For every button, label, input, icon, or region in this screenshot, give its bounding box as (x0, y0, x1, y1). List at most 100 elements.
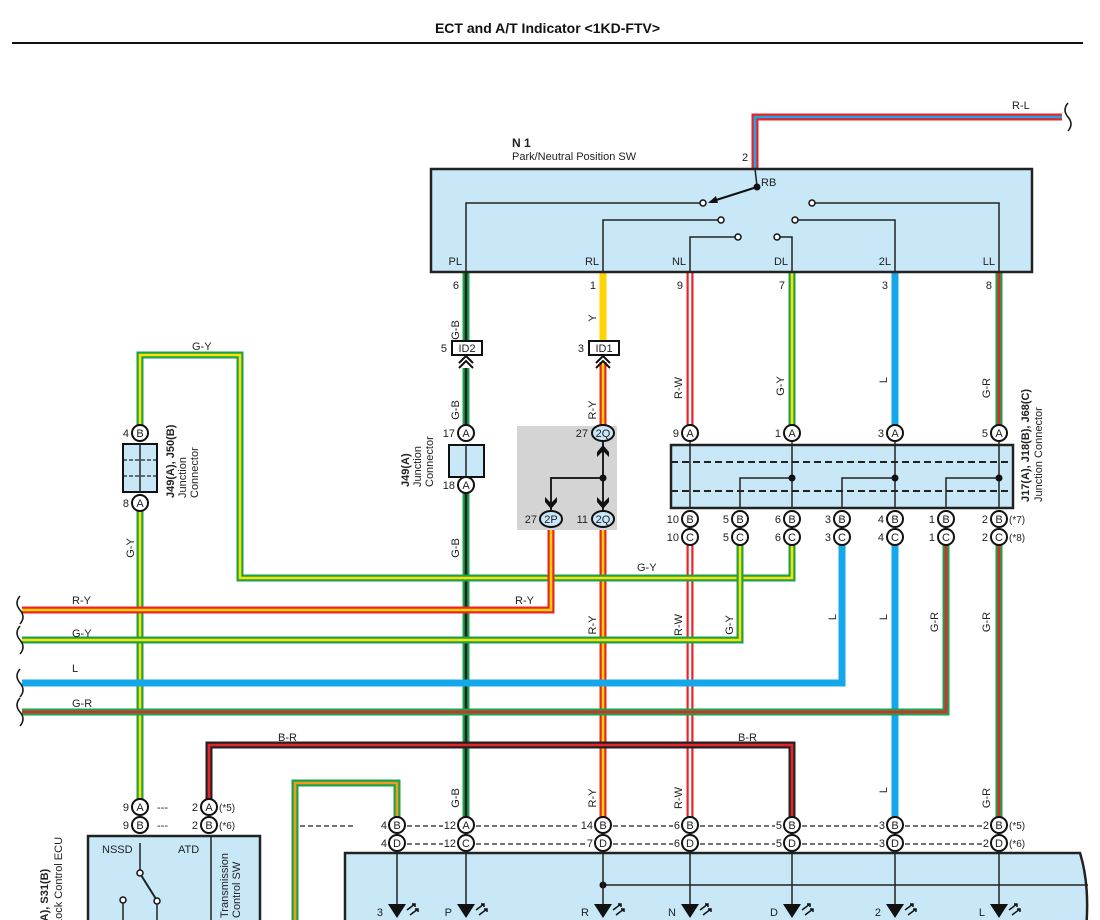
wire-g-r-bus (22, 543, 950, 716)
chevron-up-icon (595, 354, 611, 369)
indicator-pin-num: 6 (674, 820, 680, 832)
wire-break-icon (16, 595, 24, 625)
j49-left-title: J49(A), J50(B) (165, 424, 177, 498)
junction-dot (599, 474, 607, 482)
j17-bottom-pin-b (681, 510, 699, 528)
gray-junction-pin-code: 2Q (596, 428, 611, 440)
n1-line-dl (777, 236, 793, 272)
indicator-pin-num: 3 (879, 838, 885, 850)
wire-label: L (878, 614, 890, 620)
j17-bottom-pin-c-letter: C (995, 532, 1003, 544)
j49-center-pin-17 (457, 424, 475, 442)
light-rays-icon (475, 903, 488, 916)
j17-bottom-pin-b (937, 510, 955, 528)
j17-note: (*7) (1009, 515, 1025, 526)
wire-label: L (878, 377, 890, 383)
indicator-pin-bottom-letter: D (995, 838, 1003, 850)
connector-pin-ID1: 3 (578, 343, 584, 355)
j17-bottom-pin-b-letter: B (838, 514, 845, 526)
j17-bottom-pin-c-letter: C (942, 532, 950, 544)
j17-bottom-pin-c (886, 528, 904, 546)
indicator-pin-num: 5 (776, 838, 782, 850)
indicator-pin-num: 3 (879, 820, 885, 832)
indicator-note: (*6) (1009, 839, 1025, 850)
indicator-pin-num: 12 (444, 838, 456, 850)
led-icon (681, 904, 699, 918)
n1-contact (791, 216, 799, 224)
connector-ID1 (588, 340, 620, 356)
connector-ID2 (451, 340, 483, 356)
n1-terminal-DL: DL (774, 256, 788, 268)
j17-internal-branch (739, 477, 792, 508)
wire-label: L (72, 663, 78, 675)
j17-bottom-pin-b-letter: B (891, 514, 898, 526)
indicator-led-label: 3 (377, 907, 383, 919)
ecu-nssd-label: NSSD (102, 844, 133, 856)
j17-bottom-pin-b (990, 510, 1008, 528)
j49-left-pin (131, 494, 149, 512)
gray-junction-pin-code: 2Q (596, 514, 611, 526)
j17-top-pin-num: 9 (673, 428, 679, 440)
n1-line-rl (602, 219, 721, 272)
gray-junction-pin (539, 510, 563, 528)
wire-label: G-Y (192, 341, 212, 353)
j17-bottom-pin-num: 4 (878, 532, 884, 544)
j17-bottom-pin-b (886, 510, 904, 528)
n1-pin-PL: 6 (453, 280, 459, 292)
j17-internal-branch (841, 477, 895, 508)
wire-label: G-R (981, 612, 993, 632)
indicator-pin-top (457, 816, 475, 834)
connector-code-ID1: ID1 (595, 343, 612, 355)
n1-pin-DL: 7 (779, 280, 785, 292)
j17-bottom-pin-c-letter: C (788, 532, 796, 544)
wire-r-l (751, 113, 1062, 169)
light-rays-icon (801, 903, 814, 916)
indicator-pin-top-letter: B (393, 820, 400, 832)
n1-id: N 1 (512, 136, 531, 150)
j17-bottom-pin-b-letter: B (995, 514, 1002, 526)
wire-label: R-Y (587, 400, 599, 420)
ecu-atd-label: ATD (178, 844, 199, 856)
wire-r-y-bus-stripe (22, 525, 553, 612)
led-icon (594, 904, 612, 918)
indicator-pin-num: 14 (581, 820, 593, 832)
ecu-sw-label: Control SW (231, 861, 243, 918)
j17-bottom-pin-b (731, 510, 749, 528)
led-icon (388, 904, 406, 918)
j49-left-pin-letter: B (136, 428, 143, 440)
indicator-note: (*5) (1009, 821, 1025, 832)
n1-pin-LL: 8 (986, 280, 992, 292)
wire-g-y-bus-stripe (22, 543, 742, 642)
wire-label: R-W (673, 376, 685, 399)
ecu-switch-contact (119, 896, 127, 904)
j17-bottom-pin-c-letter: C (736, 532, 744, 544)
wire-label: B-R (738, 732, 757, 744)
title-rule (12, 42, 1083, 44)
j17-bottom-pin-num: 5 (723, 514, 729, 526)
j17-top-pin-num: 5 (982, 428, 988, 440)
wire-label: G-R (981, 788, 993, 808)
gray-junction-pin-num: 27 (525, 514, 537, 526)
wire-r-y-bus (22, 525, 555, 614)
j17-bottom-pin-num: 6 (775, 514, 781, 526)
j17-top-pin-letter: A (788, 428, 796, 440)
j17-bottom-pin-c (681, 528, 699, 546)
j17-top-pin-letter: A (995, 428, 1003, 440)
n1-terminal-RL: RL (585, 256, 599, 268)
j17-bottom-pin-c (990, 528, 1008, 546)
wire-label: G-Y (637, 562, 657, 574)
led-icon (886, 904, 904, 918)
n1-terminal-PL: PL (449, 256, 462, 268)
j17-bottom-pin-c (783, 528, 801, 546)
n1-switch-body (429, 167, 1034, 274)
ecu-pin-note: (*5) (219, 803, 235, 814)
led-icon (783, 904, 801, 918)
n1-contact (699, 199, 707, 207)
ecu-pin-letter: A (205, 802, 213, 814)
wire-label: G-R (981, 378, 993, 398)
indicator-led-label: L (979, 907, 985, 919)
arrow-up-icon (597, 445, 609, 457)
j49-left-label: Junction (177, 457, 189, 498)
j49-center-label: Junction (412, 446, 424, 487)
